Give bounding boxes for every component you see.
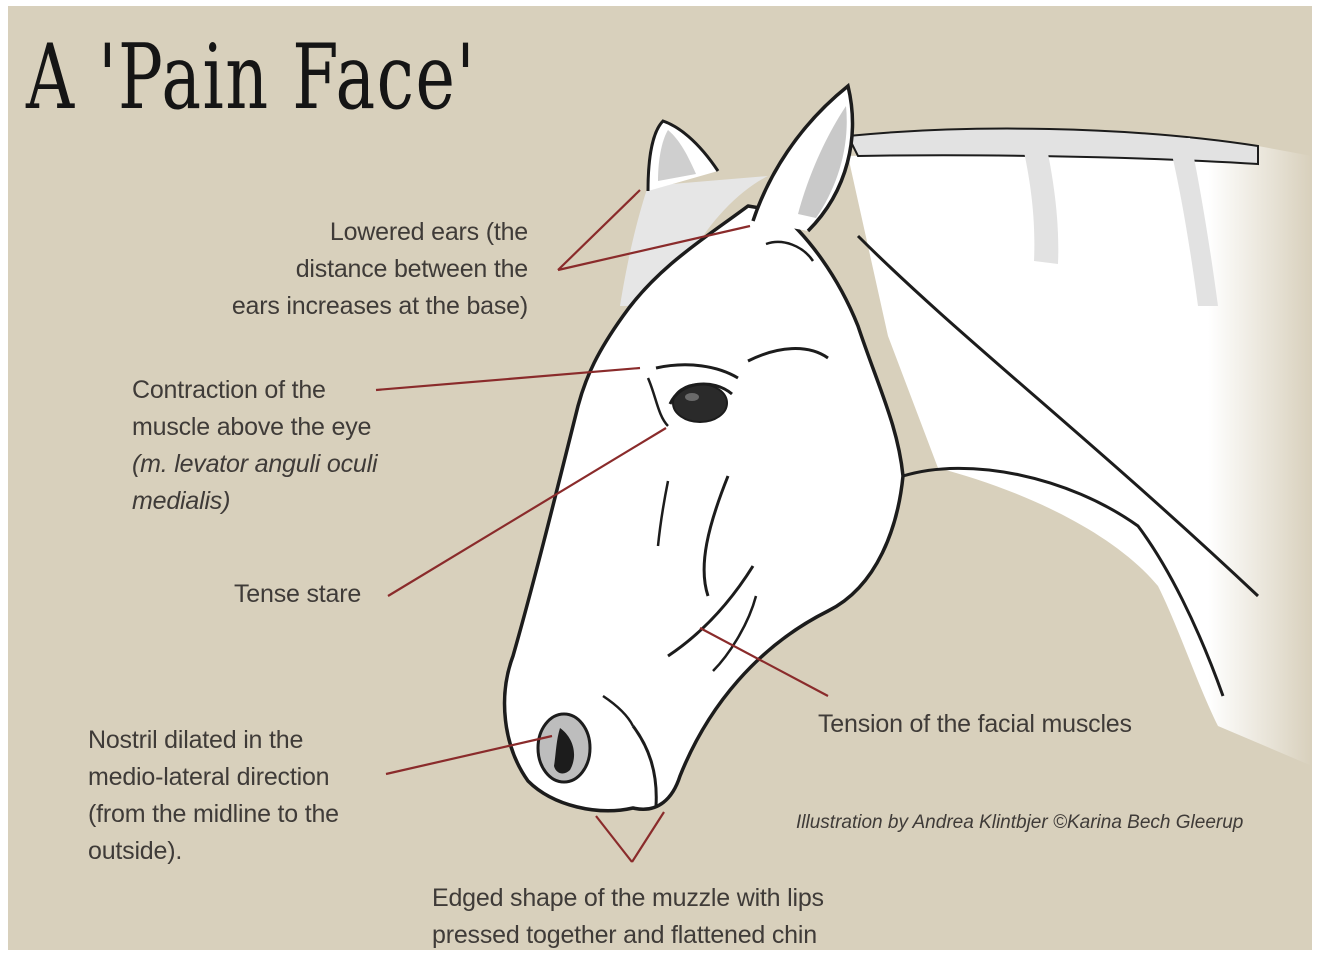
label-line: Lowered ears (the (232, 214, 528, 251)
label-line: medio-lateral direction (88, 759, 339, 796)
label-muzzle: Edged shape of the muzzle with lips pres… (432, 880, 824, 950)
pointer-ears-1 (558, 190, 640, 270)
label-line: outside). (88, 833, 339, 870)
label-line: medialis) (132, 483, 377, 520)
eye-shine (685, 393, 699, 401)
label-muscle-above-eye: Contraction of the muscle above the eye … (132, 372, 377, 520)
label-facial-muscles: Tension of the facial muscles (818, 706, 1132, 743)
label-nostril: Nostril dilated in the medio-lateral dir… (88, 722, 339, 870)
label-line: distance between the (232, 251, 528, 288)
diagram-canvas: A 'Pain Face' Lowered ears (the distance… (8, 6, 1312, 950)
label-tense-stare: Tense stare (234, 576, 361, 613)
pointer-muzzle-2 (632, 812, 664, 862)
label-line: muscle above the eye (132, 409, 377, 446)
label-line: Nostril dilated in the (88, 722, 339, 759)
neck-fade (1208, 146, 1312, 766)
illustration-credit: Illustration by Andrea Klintbjer ©Karina… (796, 812, 1243, 834)
label-line: ears increases at the base) (232, 288, 528, 325)
label-line: (from the midline to the (88, 796, 339, 833)
label-line: pressed together and flattened chin (432, 917, 824, 950)
label-line: Contraction of the (132, 372, 377, 409)
label-line: (m. levator anguli oculi (132, 446, 377, 483)
page-title: A 'Pain Face' (26, 28, 476, 128)
label-line: Edged shape of the muzzle with lips (432, 880, 824, 917)
pointer-muzzle-1 (596, 816, 632, 862)
label-lowered-ears: Lowered ears (the distance between the e… (232, 214, 528, 325)
